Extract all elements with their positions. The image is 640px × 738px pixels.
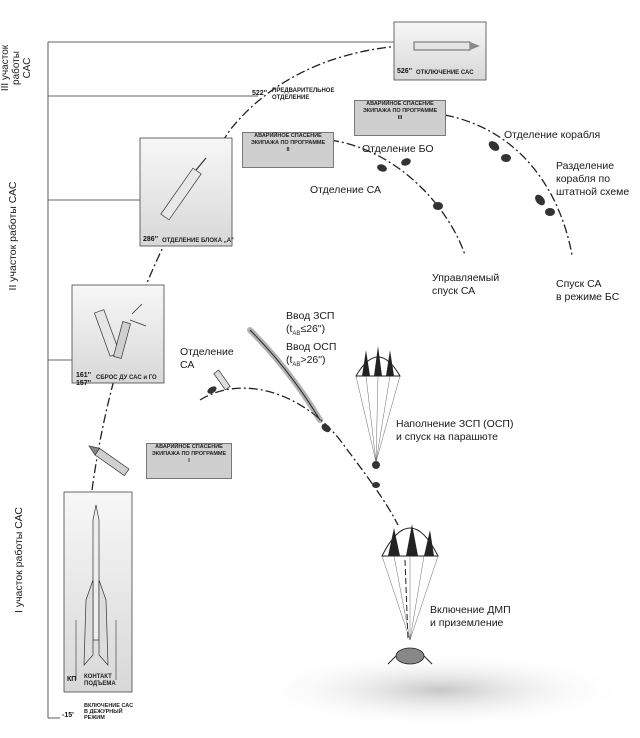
stage-3-label: III участок работы САС: [0, 44, 33, 92]
label-zsp-osp: Ввод ЗСП (tАВ≤26") Ввод ОСП (tАВ>26"): [286, 310, 337, 369]
label-ballistic: Спуск СА в режиме БС: [556, 278, 620, 303]
blockA-caption: ОТДЕЛЕНИЕ БЛОКА „А": [162, 238, 234, 244]
label-fill-parachute: Наполнение ЗСП (ОСП) и спуск на парашюте: [396, 418, 514, 443]
standby-time: -15': [62, 712, 74, 719]
jettison-photo: [71, 284, 165, 384]
stage-1-label: I участок работы САС: [13, 507, 25, 613]
launch-rocket-drawing: [75, 504, 117, 680]
stage-2-label: II участок работы САС: [7, 181, 19, 291]
blockA-drawing: [160, 157, 207, 221]
rocket-inflight: [88, 445, 130, 477]
jettison-time: 161'' 157'': [76, 372, 92, 387]
abort-1-trajectory: [199, 387, 399, 526]
sasoff-photo: [393, 21, 487, 81]
abort-3-trajectory: [444, 114, 573, 256]
abort-program-1-badge: АВАРИЙНОЕ СПАСЕНИЕ ЭКИПАЖА ПО ПРОГРАММЕ …: [146, 443, 232, 479]
stage-axis: [47, 41, 400, 719]
abort-1-capsule-stack: [213, 369, 231, 391]
sasoff-caption: ОТКЛЮЧЕНИЕ САС: [416, 70, 474, 76]
launch-caption: КОНТАКТ ПОДЪЕМА: [84, 674, 116, 687]
parachute-small: [355, 346, 401, 469]
label-sep-sa-low: Отделение СА: [180, 346, 234, 371]
label-controlled-descent: Управляемый спуск СА: [432, 272, 500, 297]
prelim-time: 522'': [252, 90, 268, 97]
standby-caption: ВКЛЮЧЕНИЕ САС В ДЕЖУРНЫЙ РЕЖИМ: [84, 703, 134, 721]
drogue-streamer: [247, 327, 323, 423]
abort-program-3-badge: АВАРИЙНОЕ СПАСЕНИЕ ЭКИПАЖА ПО ПРОГРАММЕ …: [354, 100, 446, 136]
sasoff-time: 526'': [397, 68, 413, 75]
prelim-caption: ПРЕДВАРИТЕЛЬНОЕ ОТДЕЛЕНИЕ: [272, 88, 335, 101]
descent-capsules: [207, 141, 555, 488]
sasoff-drawing: [413, 41, 480, 51]
jettison-drawing: [93, 303, 147, 359]
parachute-large: [381, 524, 439, 665]
label-landing: Включение ДМП и приземление: [430, 604, 511, 629]
blockA-time: 286'': [143, 236, 159, 243]
label-sep-sa: Отделение СА: [310, 184, 381, 196]
launch-time: КП: [67, 676, 77, 683]
landing-ground-shadow: [250, 652, 630, 728]
abort-2-trajectory: [329, 139, 466, 256]
label-sep-bo: Отделение БО: [362, 143, 434, 155]
label-regular-sep: Разделение корабля по штатной схеме: [556, 160, 630, 198]
abort-program-2-badge: АВАРИЙНОЕ СПАСЕНИЕ ЭКИПАЖА ПО ПРОГРАММЕ …: [242, 132, 334, 168]
jettison-caption: СБРОС ДУ САС и ГО: [96, 375, 157, 381]
label-ship-sep: Отделение корабля: [504, 129, 601, 141]
